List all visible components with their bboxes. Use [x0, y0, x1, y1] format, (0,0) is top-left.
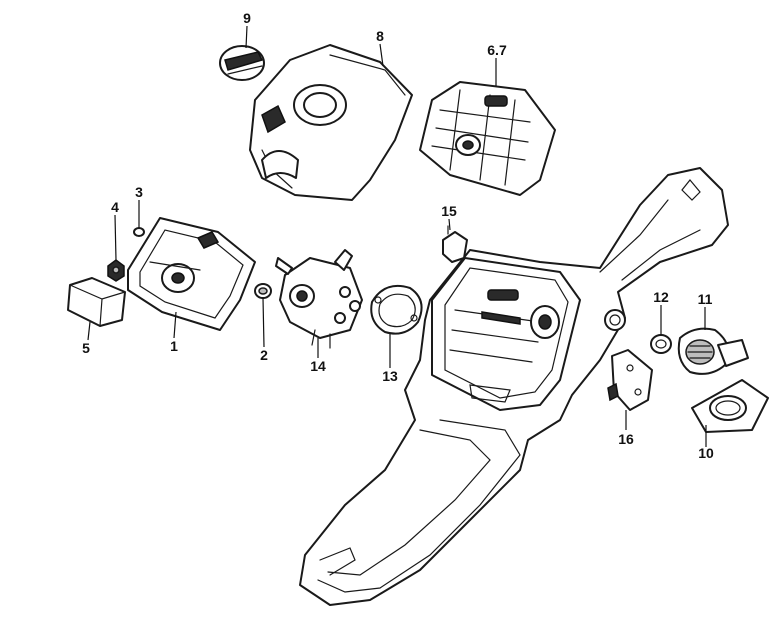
callout-2: 2 — [260, 347, 268, 363]
part-2-plug — [254, 283, 272, 299]
part-12-ring — [650, 334, 672, 354]
part-14-carburetor — [275, 249, 363, 349]
part-11-valve — [677, 327, 749, 375]
callout-3: 3 — [135, 184, 143, 200]
part-9-cap — [219, 45, 265, 81]
part-15-fitting — [442, 225, 468, 263]
callout-8: 8 — [376, 28, 384, 44]
callout-16: 16 — [618, 431, 634, 447]
part-3-o-ring — [133, 227, 145, 237]
callout-12: 12 — [653, 289, 669, 305]
callout-10: 10 — [698, 445, 714, 461]
part-1-intake — [127, 217, 256, 331]
callout-14: 14 — [310, 358, 326, 374]
part-10-flange — [691, 379, 769, 433]
callout-13: 13 — [382, 368, 398, 384]
part-16-mount-plate — [607, 349, 653, 411]
part-6-7-air-filter — [419, 81, 556, 196]
callout-1: 1 — [170, 338, 178, 354]
callout-5: 5 — [82, 340, 90, 356]
callout-11: 11 — [697, 291, 713, 307]
callout-4: 4 — [111, 199, 119, 215]
leader-lines — [87, 25, 707, 447]
callout-15: 15 — [441, 203, 457, 219]
callout-9: 9 — [243, 10, 251, 26]
handle-housing — [299, 167, 729, 606]
part-5-block — [67, 277, 126, 327]
part-13-gasket — [370, 284, 423, 335]
part-4-nut — [107, 259, 125, 282]
callout-6-7: 6.7 — [487, 42, 507, 58]
part-8-cover — [249, 44, 413, 201]
